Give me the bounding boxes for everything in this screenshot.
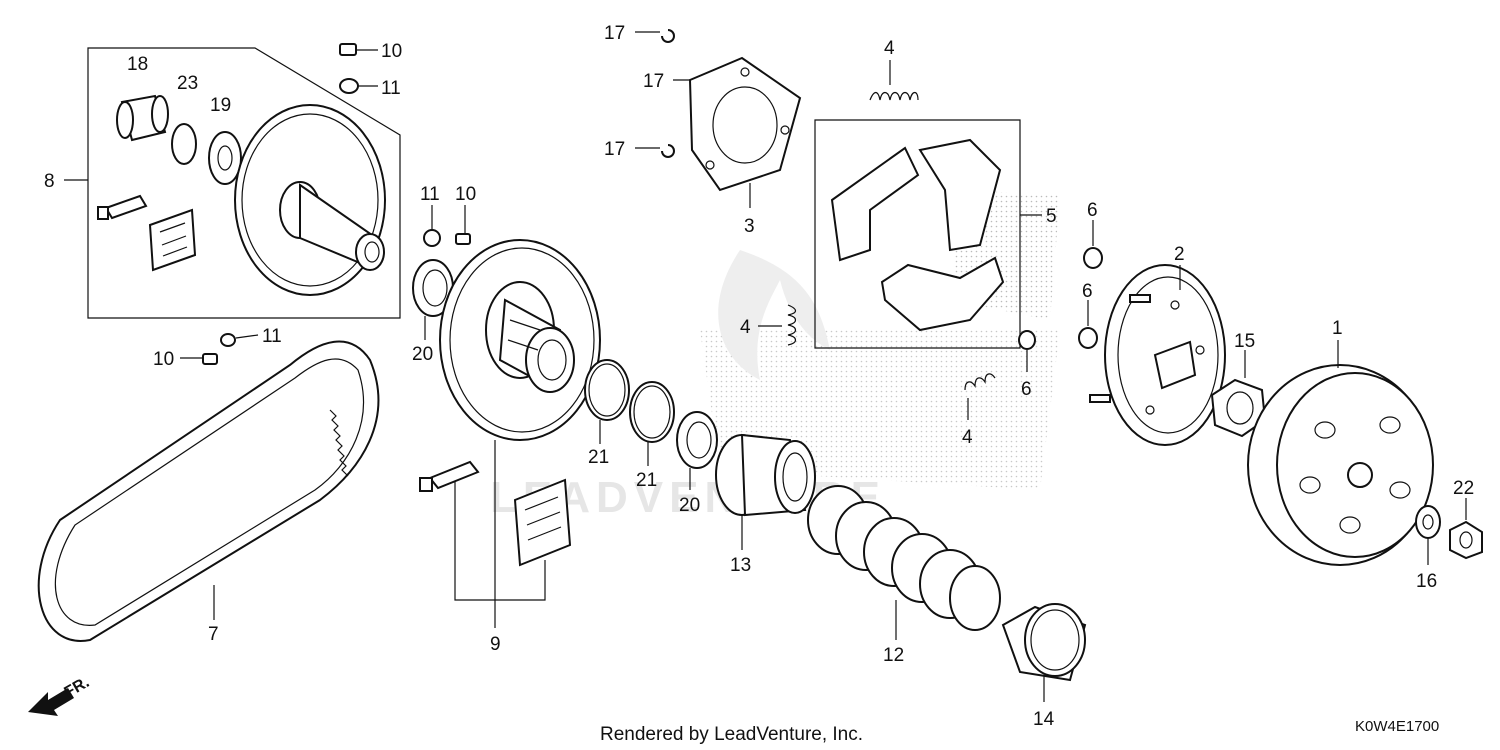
callout-14: 14 — [1033, 709, 1055, 730]
collar-6-a — [1083, 220, 1103, 269]
diagram-code: K0W4E1700 — [1355, 718, 1439, 735]
callout-17-b: 17 — [643, 71, 664, 92]
bolt-10-top — [339, 43, 378, 56]
callout-1: 1 — [1332, 318, 1343, 339]
nut-22 — [1449, 498, 1483, 560]
callout-3: 3 — [744, 216, 755, 237]
callout-20-right: 20 — [679, 495, 700, 516]
o-ring-21-a — [584, 359, 630, 444]
drive-belt-7 — [37, 340, 380, 642]
washer-16 — [1415, 505, 1441, 565]
bearing-19 — [208, 131, 242, 185]
needle-bearing-18 — [116, 94, 169, 142]
callout-19: 19 — [210, 95, 231, 116]
callout-21-b: 21 — [636, 470, 657, 491]
grease-tube-9 — [419, 460, 480, 492]
grease-tube-8 — [97, 194, 148, 220]
drive-face-assembly-group — [87, 47, 401, 319]
clip-17-a — [635, 29, 675, 43]
footer-credit: Rendered by LeadVenture, Inc. — [600, 724, 863, 745]
seal-collar-13 — [715, 433, 816, 550]
spring-4-top — [869, 60, 919, 101]
o-ring-21-b — [629, 381, 675, 466]
bolt-10-middle — [455, 205, 471, 245]
callout-11-left: 11 — [262, 326, 282, 347]
callout-4-middle: 4 — [740, 317, 751, 338]
clutch-weight-assembly-5 — [814, 119, 1060, 349]
drive-face-8 — [234, 104, 386, 296]
callout-10-left: 10 — [153, 349, 174, 370]
callout-6-b: 6 — [1082, 281, 1093, 302]
callout-7: 7 — [208, 624, 219, 645]
plate-3 — [688, 56, 802, 208]
callout-12: 12 — [883, 645, 904, 666]
nut-11-top — [339, 78, 378, 94]
nut-11-left — [220, 333, 259, 347]
callout-21-a: 21 — [588, 447, 609, 468]
callout-10-middle: 10 — [455, 184, 476, 205]
callout-16: 16 — [1416, 571, 1437, 592]
callout-17-c: 17 — [604, 139, 625, 160]
callout-15: 15 — [1234, 331, 1255, 352]
callout-9: 9 — [490, 634, 501, 655]
callout-4-top: 4 — [884, 38, 895, 59]
drive-plate-2 — [1089, 264, 1226, 446]
callout-11-middle: 11 — [420, 184, 440, 205]
callout-labels: 1 2 3 4 4 4 5 6 6 6 7 8 9 10 10 10 11 11… — [44, 23, 1474, 730]
clutch-outer-1 — [1247, 340, 1434, 566]
collar-6-b — [1078, 300, 1098, 349]
callout-10-top: 10 — [381, 41, 402, 62]
nut-11-middle — [423, 229, 441, 247]
callout-17-a: 17 — [604, 23, 625, 44]
callout-20-left: 20 — [412, 344, 433, 365]
spring-4-middle — [758, 304, 797, 346]
callout-11-top: 11 — [381, 78, 401, 99]
callout-23: 23 — [177, 73, 198, 94]
collar-6-c — [1018, 330, 1036, 372]
instruction-label-9 — [513, 478, 572, 567]
driven-face-9 — [439, 239, 601, 628]
callout-6-a: 6 — [1087, 200, 1098, 221]
collar-14 — [1001, 603, 1087, 702]
callout-2: 2 — [1174, 244, 1185, 265]
callout-13: 13 — [730, 555, 751, 576]
callout-4-bottom: 4 — [962, 427, 973, 448]
driven-face-spring-12 — [807, 485, 1001, 640]
bolt-10-left — [180, 353, 218, 365]
callout-6-c: 6 — [1021, 379, 1032, 400]
callout-8: 8 — [44, 171, 55, 192]
oil-seal-20-right — [676, 411, 718, 490]
callout-18: 18 — [127, 54, 148, 75]
instruction-label-8 — [148, 208, 197, 272]
callout-22: 22 — [1453, 478, 1474, 499]
spring-4-bottom — [964, 373, 996, 420]
callout-5: 5 — [1046, 206, 1057, 227]
circlip-23 — [171, 123, 197, 165]
front-direction-arrow: FR. — [28, 674, 92, 716]
clip-17-c — [635, 144, 675, 158]
